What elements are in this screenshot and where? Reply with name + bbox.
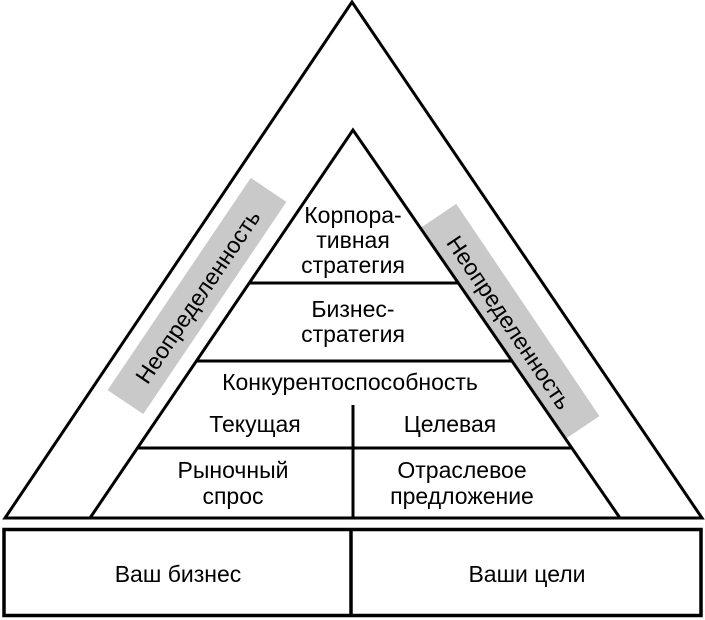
- market-demand-line-2: спрос: [202, 483, 263, 509]
- target-position-label: Целевая: [404, 411, 496, 437]
- business-strategy-line-1: Бизнес-: [311, 296, 394, 322]
- corporate-strategy-line-3: стратегия: [301, 252, 405, 278]
- business-strategy-line-2: стратегия: [301, 321, 405, 347]
- uncertainty-band-left-rect: [107, 177, 287, 415]
- competitiveness-label: Конкурентоспособность: [222, 369, 478, 395]
- your-goals-label: Ваши цели: [468, 561, 585, 587]
- your-business-label: Ваш бизнес: [115, 561, 242, 587]
- inner-pyramid-triangle: [87, 127, 623, 520]
- market-demand-line-1: Рыночный: [178, 457, 289, 483]
- corporate-strategy-line-2: тивная: [316, 227, 390, 253]
- industry-supply-line-1: Отраслевое: [397, 457, 526, 483]
- current-position-label: Текущая: [209, 411, 301, 437]
- uncertainty-band-right-rect: [420, 203, 600, 441]
- corporate-strategy-line-1: Корпора-: [304, 202, 401, 228]
- industry-supply-line-2: предложение: [390, 483, 534, 509]
